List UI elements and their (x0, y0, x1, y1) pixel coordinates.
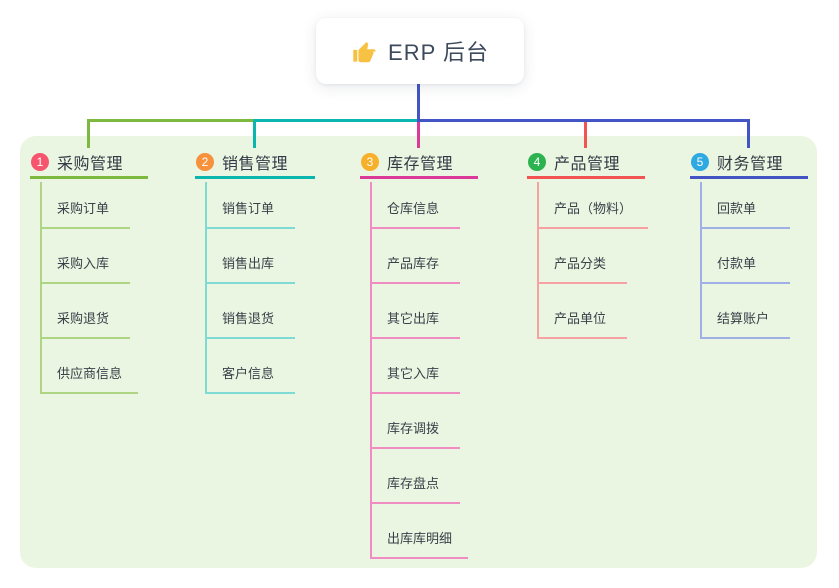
child-node[interactable]: 采购退货 (42, 284, 130, 339)
child-node[interactable]: 库存盘点 (372, 449, 460, 504)
bus-segment-teal (253, 119, 420, 122)
child-node-label: 其它入库 (387, 366, 440, 381)
child-node-label: 销售退货 (222, 311, 275, 326)
root-title: ERP 后台 (388, 40, 489, 65)
child-node[interactable]: 付款单 (702, 229, 790, 284)
child-node-label: 销售订单 (222, 201, 275, 216)
child-node[interactable]: 出库库明细 (372, 504, 469, 559)
child-node[interactable]: 其它入库 (372, 339, 460, 394)
branch-children-3: 仓库信息产品库存其它出库其它入库库存调拨库存盘点出库库明细 (370, 182, 469, 559)
branch-header-3[interactable]: 3 库存管理 (360, 147, 478, 179)
branch-header-1[interactable]: 1 采购管理 (30, 147, 148, 179)
branch-drop-line-2 (253, 122, 256, 148)
branch-header-4[interactable]: 4 产品管理 (527, 147, 645, 179)
branch-label: 产品管理 (554, 155, 621, 173)
branch-children-2: 销售订单销售出库销售退货客户信息 (205, 182, 295, 394)
child-node[interactable]: 结算账户 (702, 284, 790, 339)
branch-children-5: 回款单付款单结算账户 (700, 182, 790, 339)
branch-header-5[interactable]: 5 财务管理 (690, 147, 808, 179)
branch-drop-line-5 (747, 122, 750, 148)
branch-label: 采购管理 (57, 155, 124, 173)
child-node[interactable]: 库存调拨 (372, 394, 460, 449)
child-node-label: 回款单 (717, 201, 757, 216)
branch-drop-line-4 (584, 122, 587, 148)
child-node-label: 产品库存 (387, 256, 440, 271)
branches-panel (20, 136, 817, 568)
branch-number-badge: 4 (528, 152, 546, 171)
child-node-label: 库存调拨 (387, 421, 440, 436)
child-node-label: 仓库信息 (387, 201, 440, 216)
child-node[interactable]: 产品（物料） (539, 182, 649, 229)
branch-label: 库存管理 (387, 155, 454, 173)
branch-number-badge: 2 (196, 152, 214, 171)
root-node[interactable]: ERP 后台 (316, 18, 524, 84)
child-node-label: 其它出库 (387, 311, 440, 326)
child-node[interactable]: 销售退货 (207, 284, 295, 339)
child-node-label: 结算账户 (717, 311, 770, 326)
child-node-label: 采购入库 (57, 256, 110, 271)
branch-number-badge: 5 (691, 152, 709, 171)
bus-segment-green (87, 119, 253, 122)
child-node-label: 付款单 (717, 256, 757, 271)
child-node-label: 销售出库 (222, 256, 275, 271)
branch-number-badge: 1 (31, 152, 49, 171)
child-node[interactable]: 销售出库 (207, 229, 295, 284)
thumbs-up-icon (351, 38, 378, 65)
child-node[interactable]: 采购入库 (42, 229, 130, 284)
branch-children-1: 采购订单采购入库采购退货供应商信息 (40, 182, 139, 394)
child-node-label: 采购订单 (57, 201, 110, 216)
branch-number-badge: 3 (361, 152, 379, 171)
child-node[interactable]: 仓库信息 (372, 182, 460, 229)
child-node[interactable]: 回款单 (702, 182, 790, 229)
child-node[interactable]: 产品库存 (372, 229, 460, 284)
branch-drop-line-3 (417, 122, 420, 148)
child-node-label: 产品单位 (554, 311, 607, 326)
child-node[interactable]: 客户信息 (207, 339, 295, 394)
child-node-label: 供应商信息 (57, 366, 123, 381)
root-drop-line (417, 84, 420, 119)
child-node-label: 客户信息 (222, 366, 275, 381)
child-node[interactable]: 产品分类 (539, 229, 627, 284)
child-node[interactable]: 产品单位 (539, 284, 627, 339)
branch-label: 销售管理 (222, 155, 289, 173)
child-node-label: 产品（物料） (554, 201, 633, 216)
bus-segment-blue (417, 119, 750, 122)
child-node[interactable]: 销售订单 (207, 182, 295, 229)
child-node-label: 采购退货 (57, 311, 110, 326)
branch-drop-line-1 (87, 122, 90, 148)
child-node[interactable]: 采购订单 (42, 182, 130, 229)
child-node[interactable]: 供应商信息 (42, 339, 139, 394)
child-node-label: 出库库明细 (387, 531, 453, 546)
child-node-label: 产品分类 (554, 256, 607, 271)
branch-label: 财务管理 (717, 155, 784, 173)
child-node-label: 库存盘点 (387, 476, 440, 491)
branch-header-2[interactable]: 2 销售管理 (195, 147, 315, 179)
child-node[interactable]: 其它出库 (372, 284, 460, 339)
branch-children-4: 产品（物料） 产品分类产品单位 (537, 182, 649, 339)
